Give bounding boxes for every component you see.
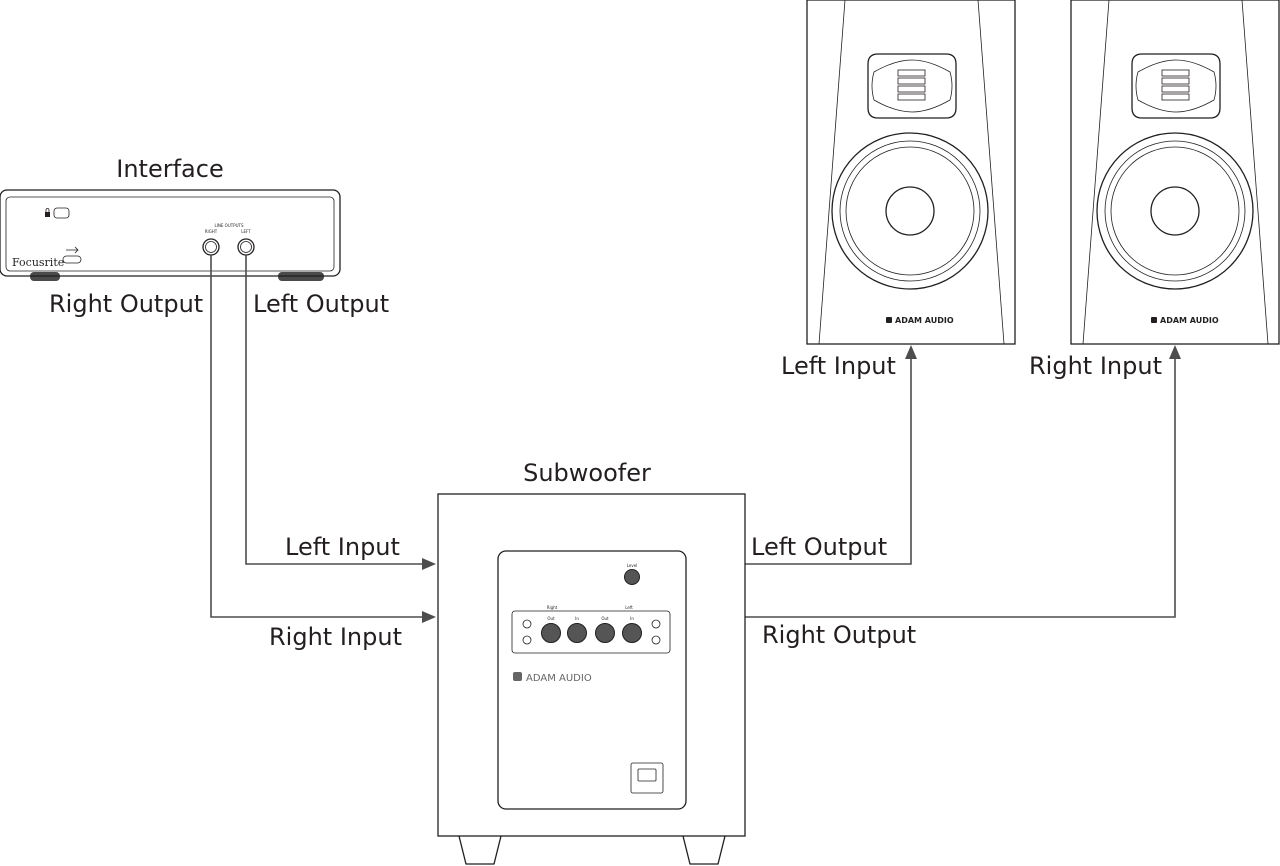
speaker-left-input-label: Left Input bbox=[781, 352, 896, 380]
link-jack-4 bbox=[651, 635, 661, 645]
sub-left-output-jack bbox=[595, 623, 615, 643]
jack-left-label: LEFT bbox=[241, 229, 251, 234]
speaker-left: ADAM AUDIO bbox=[806, 0, 1016, 345]
speaker-right-brand: ADAM AUDIO bbox=[1160, 316, 1219, 325]
lock-icon bbox=[45, 208, 50, 217]
adam-audio-logo-icon bbox=[513, 672, 522, 681]
sub-left-output-label: Left Output bbox=[751, 533, 887, 561]
interface-title: Interface bbox=[116, 155, 223, 183]
subwoofer-cabinet bbox=[437, 493, 746, 837]
arrow-right-speaker-input bbox=[1169, 345, 1181, 359]
line-outputs-label: LINE OUTPUTS bbox=[214, 223, 244, 228]
tweeter-icon bbox=[1131, 53, 1221, 119]
sub-right-input-jack bbox=[567, 623, 587, 643]
speaker-right-input-label: Right Input bbox=[1029, 352, 1162, 380]
woofer-icon bbox=[831, 132, 989, 290]
jack-right-output bbox=[202, 238, 220, 256]
sub-left-input-label: Left Input bbox=[285, 533, 400, 561]
subwoofer-foot-right bbox=[682, 835, 726, 865]
adam-logo-icon bbox=[1151, 317, 1157, 323]
sub-right-output-label: Right Output bbox=[762, 621, 916, 649]
link-jack-2 bbox=[522, 635, 532, 645]
link-jack-1 bbox=[522, 619, 532, 629]
group-left-label: Left bbox=[625, 605, 633, 610]
speaker-left-brand: ADAM AUDIO bbox=[895, 316, 954, 325]
subwoofer-foot-left bbox=[458, 835, 502, 865]
link-jack-3 bbox=[651, 619, 661, 629]
right-in-label: In bbox=[575, 616, 579, 621]
power-socket bbox=[630, 762, 664, 794]
speaker-right: ADAM AUDIO bbox=[1070, 0, 1280, 345]
interface-right-output-label: Right Output bbox=[49, 290, 203, 318]
speaker-left-cabinet bbox=[806, 0, 1016, 345]
interface-left-output-label: Left Output bbox=[253, 290, 389, 318]
subwoofer-rear-panel bbox=[497, 550, 687, 810]
level-knob bbox=[624, 569, 640, 585]
interface-device: Interface Focusrite LINE OUTPUTS RIGHT L… bbox=[0, 155, 389, 318]
jack-left-output bbox=[237, 238, 255, 256]
cable-sub-to-left-speaker bbox=[745, 358, 912, 565]
right-out-label: Out bbox=[547, 616, 555, 621]
subwoofer-title: Subwoofer bbox=[523, 459, 651, 487]
cable-right-to-sub bbox=[210, 255, 422, 618]
interface-body bbox=[0, 189, 341, 277]
speaker-left-bevel bbox=[818, 0, 1005, 345]
group-right-label: Right bbox=[547, 605, 558, 610]
level-label: Level bbox=[627, 563, 638, 568]
left-in-label: In bbox=[630, 616, 634, 621]
sub-left-input-jack bbox=[622, 623, 642, 643]
io-section bbox=[511, 610, 671, 654]
arrow-left-speaker-input bbox=[905, 345, 917, 359]
adam-logo-icon bbox=[886, 317, 892, 323]
woofer-icon bbox=[1096, 132, 1254, 290]
usb-icon bbox=[66, 246, 79, 254]
usb-c-port bbox=[62, 255, 82, 264]
speaker-right-cabinet bbox=[1070, 0, 1280, 345]
left-out-label: Out bbox=[601, 616, 609, 621]
subwoofer-device: Subwoofer Level Right Left Out In Out In… bbox=[437, 459, 746, 865]
subwoofer-brand: ADAM AUDIO bbox=[526, 673, 592, 684]
speaker-right-bevel bbox=[1082, 0, 1269, 345]
interface-brand-logo: Focusrite bbox=[12, 256, 64, 269]
kensington-slot bbox=[53, 207, 70, 219]
arrow-sub-left-input bbox=[422, 558, 436, 570]
cable-sub-to-right-speaker bbox=[745, 358, 1176, 618]
arrow-sub-right-input bbox=[422, 611, 436, 623]
cables bbox=[210, 255, 1181, 623]
jack-right-label: RIGHT bbox=[205, 229, 218, 234]
interface-faceplate bbox=[5, 196, 335, 272]
power-socket-inner bbox=[637, 768, 657, 782]
tweeter-icon bbox=[867, 53, 957, 119]
sub-right-output-jack bbox=[541, 623, 561, 643]
cable-left-to-sub bbox=[245, 255, 422, 565]
sub-right-input-label: Right Input bbox=[269, 623, 402, 651]
